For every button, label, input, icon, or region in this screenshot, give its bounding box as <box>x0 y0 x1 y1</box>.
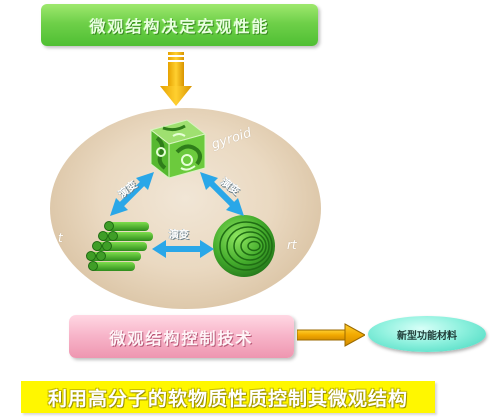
header-title: 微观结构决定宏观性能 <box>89 17 270 36</box>
target-material-title: 新型功能材料 <box>397 330 457 342</box>
target-material-ellipse: 新型功能材料 <box>368 316 486 352</box>
footer-caption: 利用高分子的软物质性质控制其微观结构 <box>47 387 408 410</box>
left-edge-label: t <box>58 231 63 245</box>
down-arrow <box>160 52 192 106</box>
double-arrow-left <box>110 172 154 216</box>
right-arrow <box>297 323 365 347</box>
right-edge-label: rt <box>287 238 297 252</box>
control-technique-title: 微观结构控制技术 <box>109 328 254 348</box>
transition-label-bottom: 演变 <box>169 230 189 241</box>
double-arrow-right <box>200 172 244 216</box>
control-technique-box: 微观结构控制技术 <box>69 315 294 358</box>
footer-caption-bar: 利用高分子的软物质性质控制其微观结构 <box>21 381 435 413</box>
cylinder-structure-icon <box>86 221 153 271</box>
double-arrow-horizontal <box>152 240 214 258</box>
lamellar-structure-icon <box>213 215 275 277</box>
gyroid-structure-icon <box>149 119 207 180</box>
header-box: 微观结构决定宏观性能 <box>41 4 318 46</box>
